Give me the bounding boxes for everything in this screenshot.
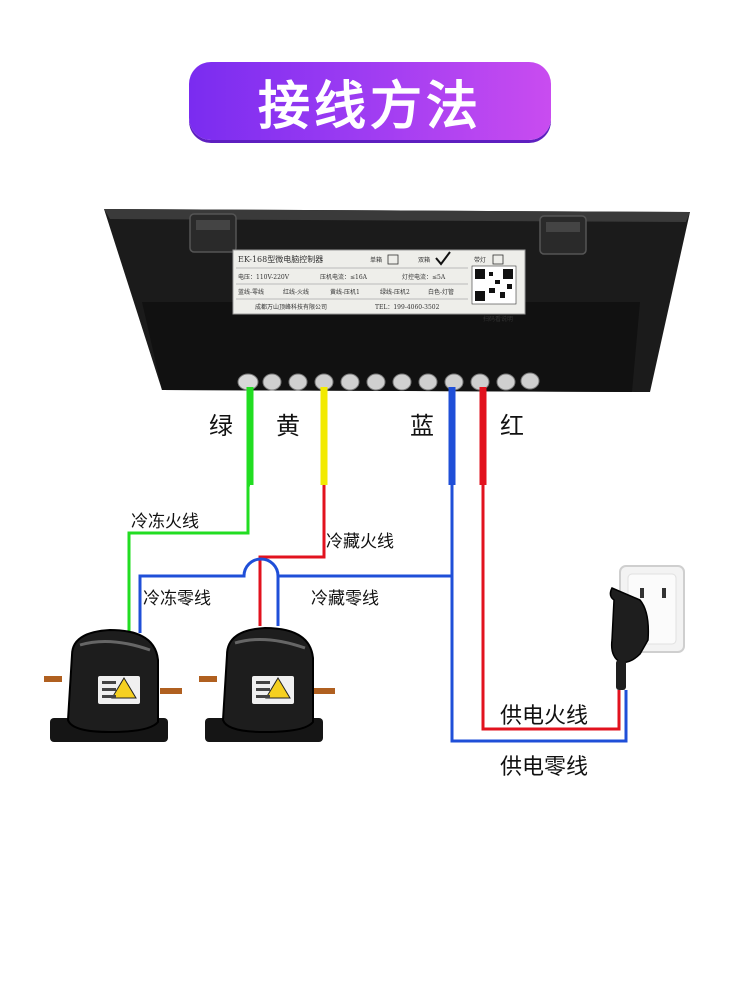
comp-current-text: 压机电流：≤16A (320, 273, 368, 281)
tel-text: TEL：199-4060-3502 (375, 304, 440, 311)
wire-red-text: 红线-火线 (283, 288, 309, 296)
wire-green-text: 绿线-压机2 (380, 288, 410, 296)
fridge-neutral-label: 冷藏零线 (311, 589, 379, 609)
option-lamp-text: 带灯 (474, 256, 486, 264)
company-text: 成都万山顶峰科技有限公司 (255, 303, 327, 311)
neutral-wire (138, 485, 454, 633)
checkbox-lamp (492, 254, 504, 265)
supply-live-wire (481, 485, 621, 731)
controller-label: EK-168型微电脑控制器 单箱 双箱 带灯 电压：110V-220V 压机电流… (232, 249, 526, 323)
voltage-text: 电压：110V-220V (238, 273, 290, 281)
controller-model-text: EK-168型微电脑控制器 (238, 254, 323, 264)
supply-neutral-label: 供电零线 (500, 755, 589, 780)
qr-code-icon (471, 265, 517, 305)
red-wire-label: 红 (500, 412, 524, 440)
wires (127, 387, 628, 743)
clip-left (189, 213, 237, 253)
option-double-text: 双箱 (418, 256, 430, 264)
cable-grommets (237, 372, 540, 391)
freeze-neutral-label: 冷冻零线 (143, 589, 211, 609)
clip-right (539, 215, 587, 255)
yellow-wire-label: 黄 (276, 412, 300, 440)
check-mark-icon (435, 251, 451, 266)
title-banner: 接线方法 (189, 62, 551, 140)
lamp-current-text: 灯控电流：≤5A (402, 273, 446, 281)
wire-blue-text: 蓝线-零线 (238, 288, 264, 296)
supply-neutral-wire (450, 576, 628, 743)
fridge-live-wire (258, 485, 326, 626)
checkbox-single (387, 254, 399, 265)
freeze-live-label: 冷冻火线 (131, 512, 199, 532)
page-title: 接线方法 (257, 76, 482, 137)
freeze-live-wire (127, 483, 250, 633)
green-wire-label: 绿 (209, 412, 233, 440)
plug-icon (609, 587, 650, 690)
option-single-text: 单箱 (370, 256, 382, 264)
fridge-live-label: 冷藏火线 (326, 532, 394, 552)
blue-wire-label: 蓝 (410, 412, 434, 440)
controller-box: EK-168型微电脑控制器 单箱 双箱 带灯 电压：110V-220V 压机电流… (104, 209, 690, 392)
wire-white-text: 白色-灯管 (428, 288, 454, 296)
scan-text: 扫码看说明 (483, 315, 513, 323)
supply-live-label: 供电火线 (500, 704, 589, 729)
wire-yellow-text: 黄线-压机1 (330, 288, 360, 296)
compressor-refrigerator (199, 626, 335, 742)
compressor-freezer (44, 628, 182, 742)
